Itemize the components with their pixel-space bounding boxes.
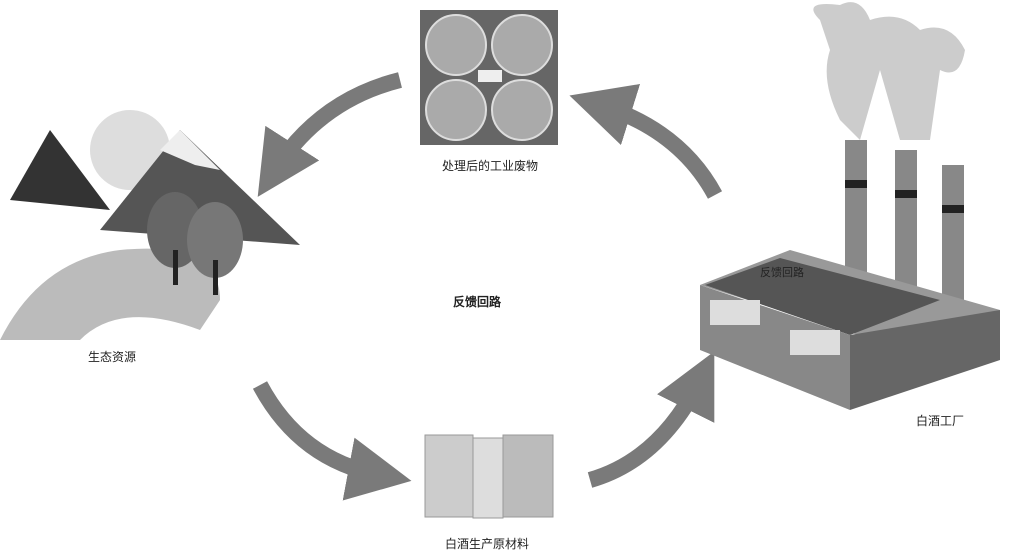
factory-roof-label: 反馈回路 — [760, 266, 804, 279]
arrow-materials-to-factory — [587, 351, 715, 488]
arrow-factory-to-waste — [569, 84, 723, 199]
center-feedback-label: 反馈回路 — [452, 295, 502, 309]
materials-label: 白酒生产原材料 — [444, 537, 530, 551]
mountains-icon — [0, 110, 300, 340]
factory-icon — [700, 2, 1000, 410]
arrow-waste-to-ecology — [257, 72, 402, 197]
water-treatment-icon — [420, 10, 558, 145]
arrow-ecology-to-materials — [252, 381, 412, 501]
waste-label: 处理后的工业废物 — [441, 159, 539, 173]
factory-label: 白酒工厂 — [915, 414, 965, 428]
materials-icon — [424, 434, 554, 519]
ecology-label: 生态资源 — [87, 350, 137, 364]
